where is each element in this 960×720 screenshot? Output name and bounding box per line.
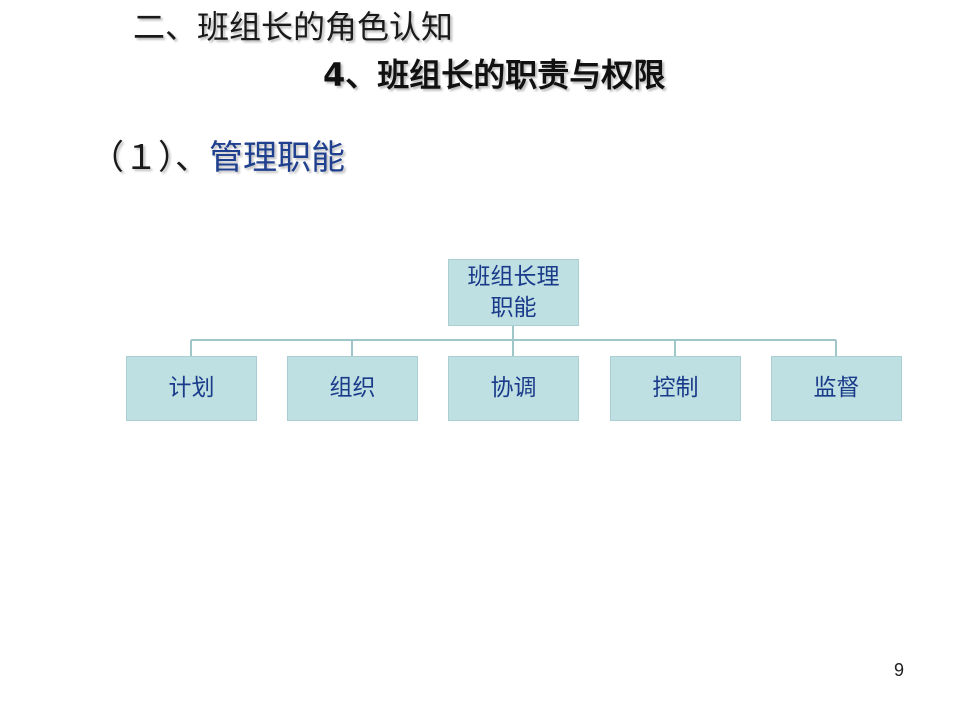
org-root-node: 班组长理职能 [448, 259, 579, 326]
section-term: 管理职能 [209, 138, 345, 178]
org-node-organize: 组织 [287, 356, 418, 421]
org-node-label: 协调 [490, 375, 537, 401]
org-node-plan: 计划 [126, 356, 257, 421]
org-node-coordinate: 协调 [448, 356, 579, 421]
slide-title: 二、班组长的角色认知 [133, 8, 454, 46]
section-heading: （１）、管理职能 [90, 130, 345, 179]
slide-subtitle: 4、班组长的职责与权限 [323, 56, 666, 94]
section-number: （１）、 [90, 138, 209, 178]
org-root-label: 班组长理职能 [467, 263, 560, 321]
org-node-label: 计划 [168, 375, 215, 401]
org-node-label: 监督 [813, 375, 860, 401]
org-node-label: 组织 [329, 375, 376, 401]
org-node-label: 控制 [652, 375, 699, 401]
org-node-control: 控制 [610, 356, 741, 421]
org-node-supervise: 监督 [771, 356, 902, 421]
page-number: 9 [893, 660, 904, 680]
